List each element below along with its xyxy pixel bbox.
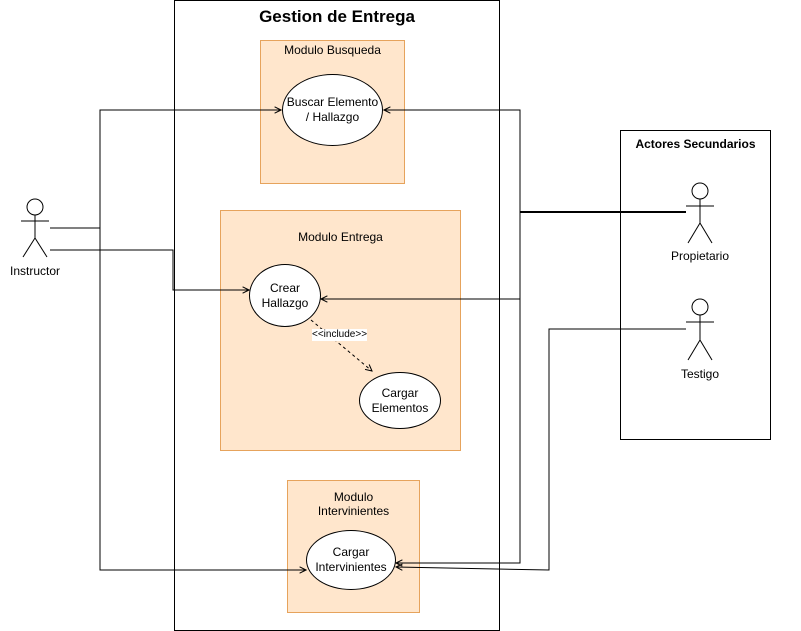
edge-propietario-buscar bbox=[384, 110, 521, 212]
module-intervinientes-title-line2: Intervinientes bbox=[317, 504, 390, 518]
actor-propietario-label: Propietario bbox=[670, 249, 730, 263]
usecase-cargar-elementos-line1: Cargar bbox=[381, 385, 419, 400]
secondary-actors-title: Actores Secundarios bbox=[635, 137, 756, 151]
usecase-buscar-line2: / Hallazgo bbox=[305, 110, 360, 124]
module-intervinientes-title-line1: Modulo bbox=[333, 490, 374, 504]
usecase-cargar-intervinientes-line1: Cargar bbox=[332, 545, 370, 559]
actor-testigo-label: Testigo bbox=[680, 367, 720, 381]
usecase-cargar-elementos[interactable]: Cargar Elementos bbox=[359, 372, 441, 429]
usecase-cargar-intervinientes[interactable]: Cargar Intervinientes bbox=[306, 530, 396, 590]
testigo-actor-figure bbox=[686, 298, 714, 361]
usecase-buscar-line1: Buscar Elemento bbox=[286, 95, 379, 109]
propietario-actor-figure bbox=[686, 182, 714, 244]
module-entrega-title: Modulo Entrega bbox=[298, 230, 383, 244]
usecase-cargar-intervinientes-line2: Intervinientes bbox=[315, 560, 387, 574]
usecase-crear-hallazgo[interactable]: Crear Hallazgo bbox=[249, 264, 321, 327]
include-label: <<include>> bbox=[312, 329, 368, 341]
edge-propietario-crear bbox=[321, 212, 521, 299]
edge-instructor-intervinientes bbox=[99, 228, 306, 570]
module-intervinientes-title: Modulo Intervinientes bbox=[288, 490, 419, 518]
usecase-cargar-elementos-line2: Elementos bbox=[371, 400, 429, 415]
system-title: Gestion de Entrega bbox=[259, 7, 415, 26]
edge-include bbox=[310, 319, 372, 371]
instructor-actor-figure bbox=[21, 198, 49, 258]
edge-testigo-intervinientes bbox=[396, 328, 686, 570]
edge-instructor-buscar bbox=[50, 110, 281, 229]
module-busqueda-title: Modulo Busqueda bbox=[284, 43, 381, 57]
usecase-crear-line1: Crear bbox=[269, 280, 300, 295]
secondary-actors-boundary: Actores Secundarios bbox=[620, 130, 771, 440]
actor-instructor-label: Instructor bbox=[9, 264, 60, 278]
edge-propietario-intervinientes bbox=[396, 299, 521, 563]
usecase-crear-line2: Hallazgo bbox=[261, 295, 309, 310]
edge-instructor-crear bbox=[50, 249, 249, 290]
usecase-buscar-elemento[interactable]: Buscar Elemento / Hallazgo bbox=[282, 74, 383, 146]
